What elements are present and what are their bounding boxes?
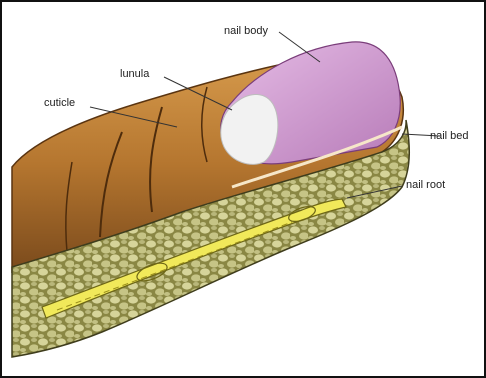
label-nail-bed: nail bed	[430, 130, 469, 142]
label-nail-root: nail root	[406, 179, 445, 191]
label-cuticle: cuticle	[44, 97, 75, 109]
label-lunula: lunula	[120, 68, 150, 80]
label-nail-body: nail body	[224, 25, 269, 37]
